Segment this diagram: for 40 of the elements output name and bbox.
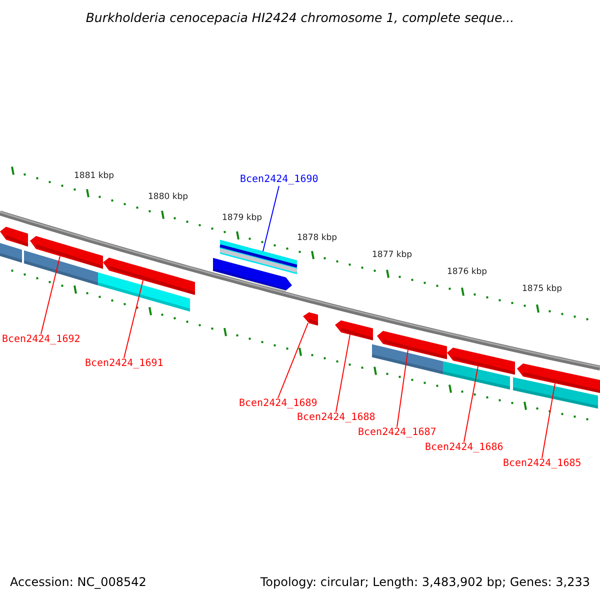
gene-block bbox=[512, 377, 598, 409]
leader-line bbox=[336, 334, 350, 412]
gene-block bbox=[0, 243, 22, 263]
leader-line bbox=[464, 366, 478, 442]
gene-block bbox=[517, 364, 600, 393]
gene-block bbox=[212, 258, 292, 292]
gene-block bbox=[447, 348, 516, 375]
scale-label: 1880 kbp bbox=[148, 192, 188, 202]
scale-label: 1881 kbp bbox=[74, 171, 114, 181]
gene-label: Bcen2424_1688 bbox=[297, 412, 376, 424]
leader-line bbox=[124, 280, 144, 358]
scale-label: 1878 kbp bbox=[297, 233, 338, 243]
scale-label: 1875 kbp bbox=[522, 284, 562, 294]
gene-block bbox=[303, 312, 319, 326]
scale-label: 1877 kbp bbox=[372, 250, 412, 260]
leader-line bbox=[396, 349, 408, 428]
gene-label: Bcen2424_1685 bbox=[503, 458, 582, 470]
gene-block bbox=[442, 361, 510, 390]
gene-block bbox=[0, 226, 29, 247]
gene-block bbox=[30, 236, 104, 269]
scale-label: 1876 kbp bbox=[447, 267, 488, 277]
leader-line bbox=[542, 382, 556, 458]
leader-line bbox=[40, 256, 60, 334]
gene-block bbox=[377, 330, 448, 360]
gene-label: Bcen2424_1686 bbox=[425, 442, 504, 454]
accession-text: Accession: NC_008542 bbox=[10, 575, 146, 589]
gene-label: Bcen2424_1689 bbox=[239, 398, 318, 410]
title: Burkholderia cenocepacia HI2424 chromosome 1, complete seque... bbox=[84, 10, 516, 25]
gene-label: Bcen2424_1690 bbox=[240, 174, 318, 186]
gene-label: Bcen2424_1692 bbox=[2, 334, 80, 346]
gene-block bbox=[372, 344, 444, 374]
summary-text: Topology: circular; Length: 3,483,902 bp; Genes: 3,233 bbox=[260, 575, 590, 589]
scale-label: 1879 kbp bbox=[222, 213, 262, 223]
gene-label: Bcen2424_1687 bbox=[358, 427, 436, 439]
gene-block bbox=[335, 320, 374, 340]
gene-block bbox=[24, 250, 98, 286]
leader-line bbox=[278, 322, 308, 398]
gene-label: Bcen2424_1691 bbox=[85, 358, 164, 370]
gene-block bbox=[98, 272, 190, 312]
gene-block bbox=[103, 258, 196, 295]
